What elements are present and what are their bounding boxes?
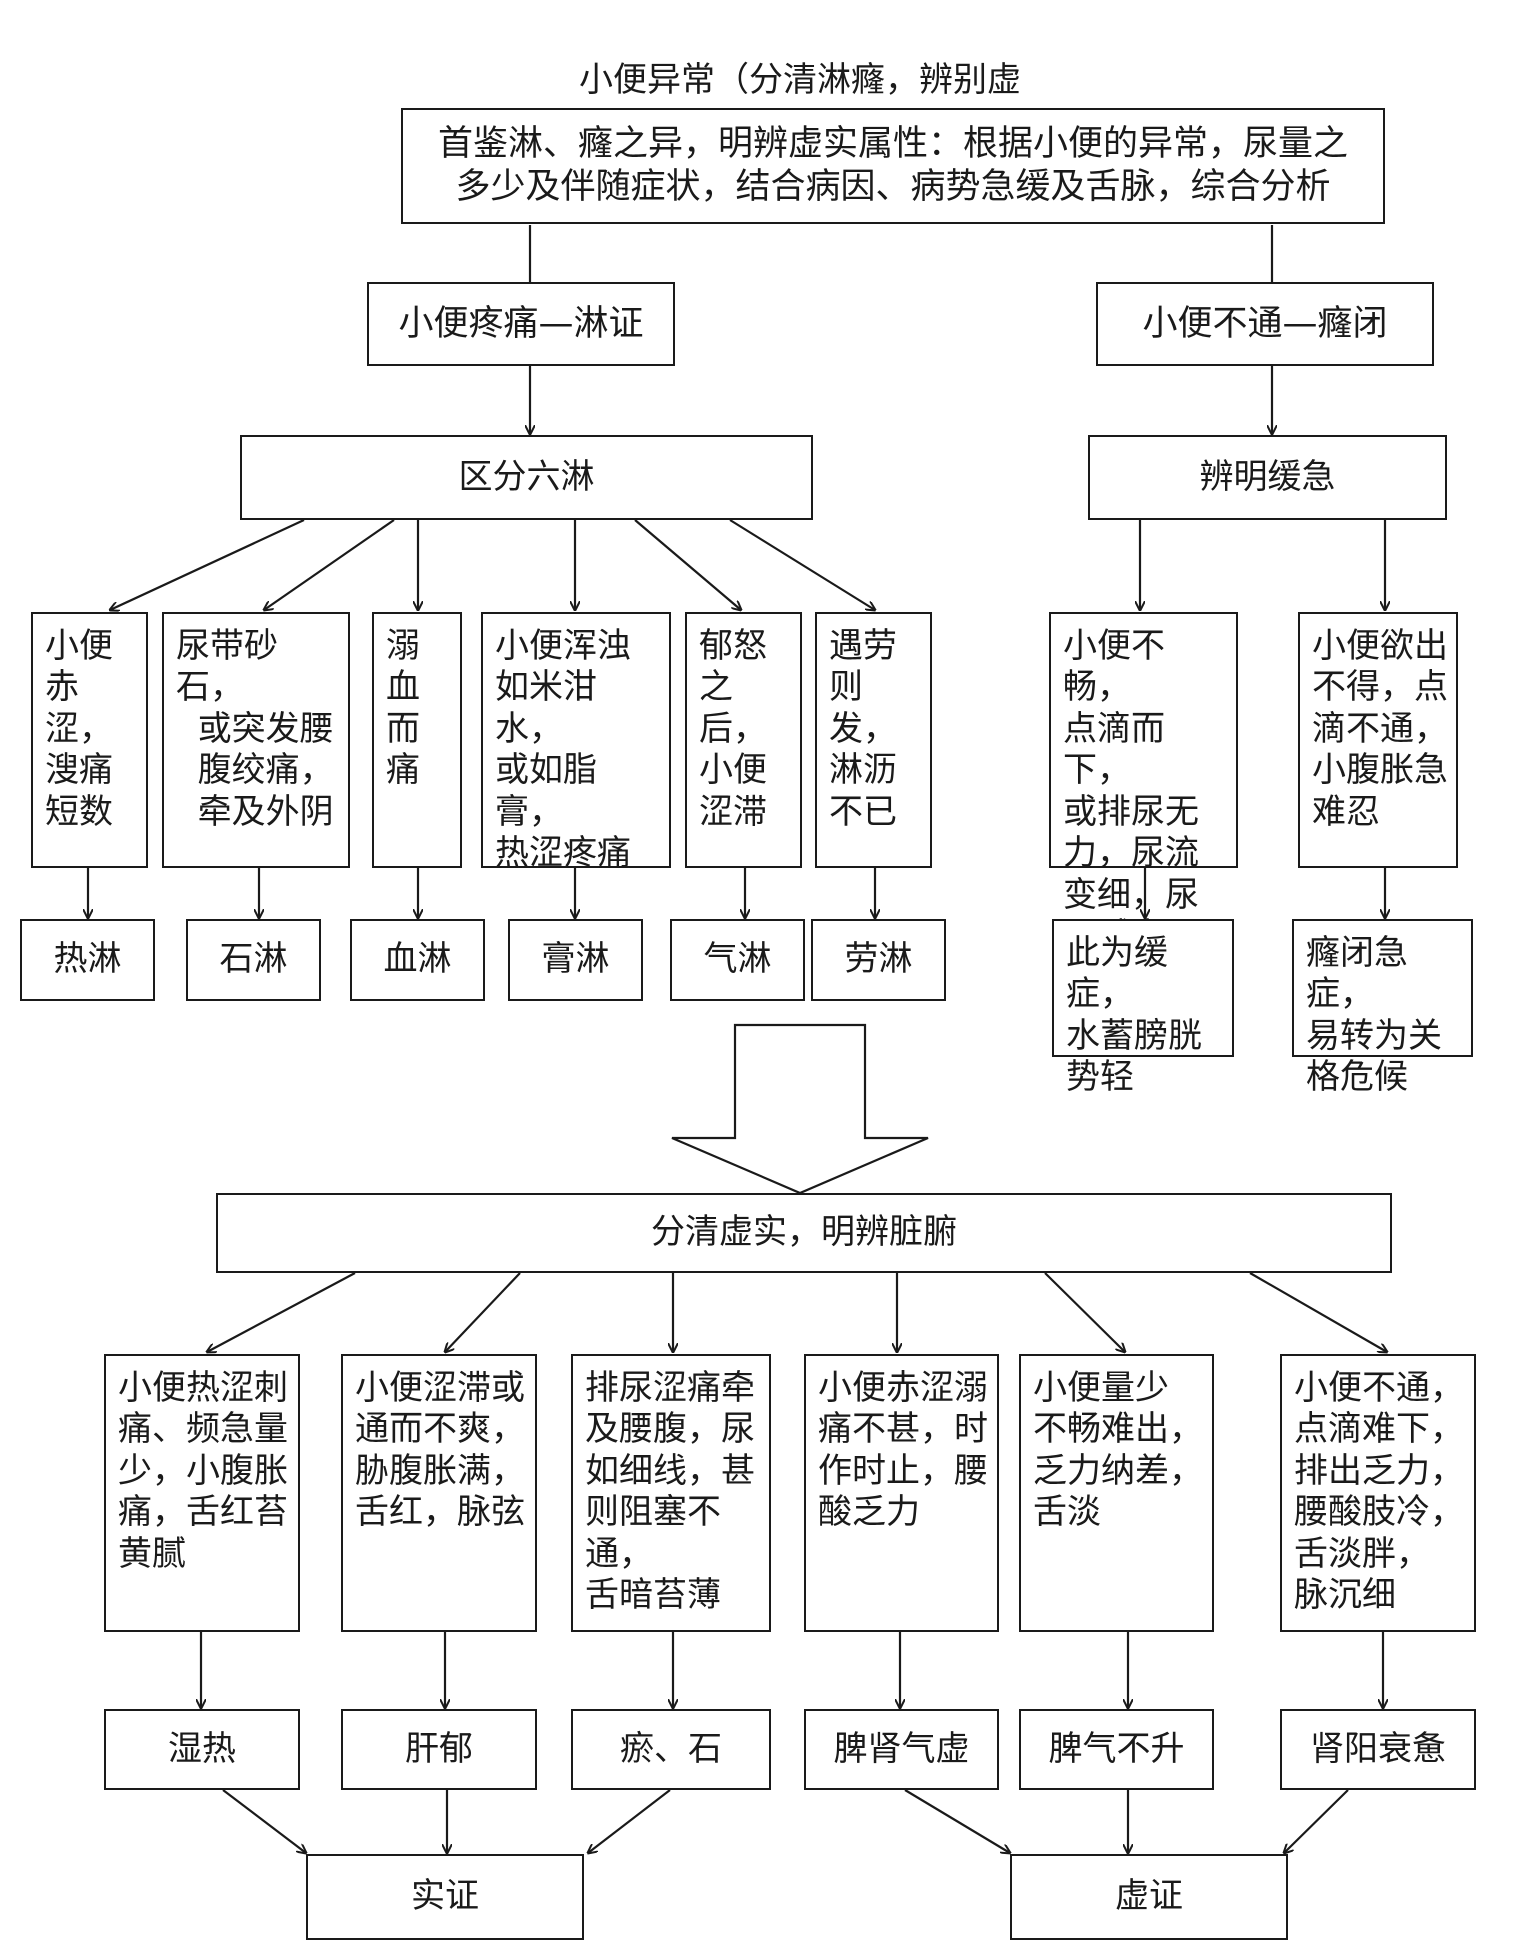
lin-symptom-1: 小便 赤涩， 溲痛 短数 [31,612,148,868]
lin-type-4: 膏淋 [508,919,643,1001]
lin-head-box: 小便疼痛—淋证 [367,282,675,366]
pattern-5: 脾气不升 [1019,1709,1214,1790]
bottom-symptom-3: 排尿涩痛牵 及腰腹，尿 如细线，甚 则阻塞不通， 舌暗苔薄 [571,1354,771,1632]
long-head-box: 小便不通—癃闭 [1096,282,1434,366]
deficiency-syndrome-box: 虚证 [1010,1854,1288,1940]
long-sub-box: 辨明缓急 [1088,435,1447,520]
lin-symptom-4: 小便浑浊 如米泔水， 或如脂膏， 热涩疼痛 [481,612,671,873]
long-result-1: 此为缓症， 水蓄膀胱 势轻 [1052,919,1234,1097]
bottom-symptom-5: 小便量少 不畅难出， 乏力纳差， 舌淡 [1019,1354,1214,1632]
bottom-symptom-2: 小便涩滞或 通而不爽， 胁腹胀满， 舌红，脉弦 [341,1354,537,1632]
bottom-symptom-6: 小便不通， 点滴难下， 排出乏力， 腰酸肢冷， 舌淡胖， 脉沉细 [1280,1354,1476,1632]
bottom-head-box: 分清虚实，明辨脏腑 [216,1193,1392,1273]
bottom-symptom-1: 小便热涩刺 痛、频急量 少，小腹胀 痛，舌红苔 黄腻 [104,1354,300,1632]
lin-symptom-2: 尿带砂石， 或突发腰 腹绞痛， 牵及外阴 [162,612,350,868]
excess-syndrome-box: 实证 [306,1854,584,1940]
bottom-symptom-4: 小便赤涩溺 痛不甚，时 作时止，腰 酸乏力 [804,1354,999,1632]
lin-symptom-6: 遇劳 则发， 淋沥 不已 [815,612,932,868]
lin-symptom-3: 溺 血 而 痛 [372,612,462,868]
long-symptom-1: 小便不畅， 点滴而下， 或排尿无 力，尿流 变细，尿 量减少 [1049,612,1238,956]
pattern-2: 肝郁 [341,1709,537,1790]
long-result-2: 癃闭急症， 易转为关 格危候 [1292,919,1473,1097]
pattern-4: 脾肾气虚 [804,1709,999,1790]
intro-box: 首鉴淋、癃之异，明辨虚实属性：根据小便的异常，尿量之 多少及伴随症状，结合病因、… [401,108,1385,224]
lin-type-3: 血淋 [350,919,485,1001]
lin-type-6: 劳淋 [811,919,946,1001]
lin-sub-box: 区分六淋 [240,435,813,520]
lin-type-1: 热淋 [20,919,155,1001]
lin-symptom-5: 郁怒 之后， 小便 涩滞 [685,612,802,868]
pattern-6: 肾阳衰惫 [1280,1709,1476,1790]
pattern-3: 瘀、石 [571,1709,771,1790]
lin-type-5: 气淋 [670,919,805,1001]
long-symptom-2: 小便欲出 不得，点 滴不通， 小腹胀急 难忍 [1298,612,1458,868]
pattern-1: 湿热 [104,1709,300,1790]
lin-type-2: 石淋 [186,919,321,1001]
